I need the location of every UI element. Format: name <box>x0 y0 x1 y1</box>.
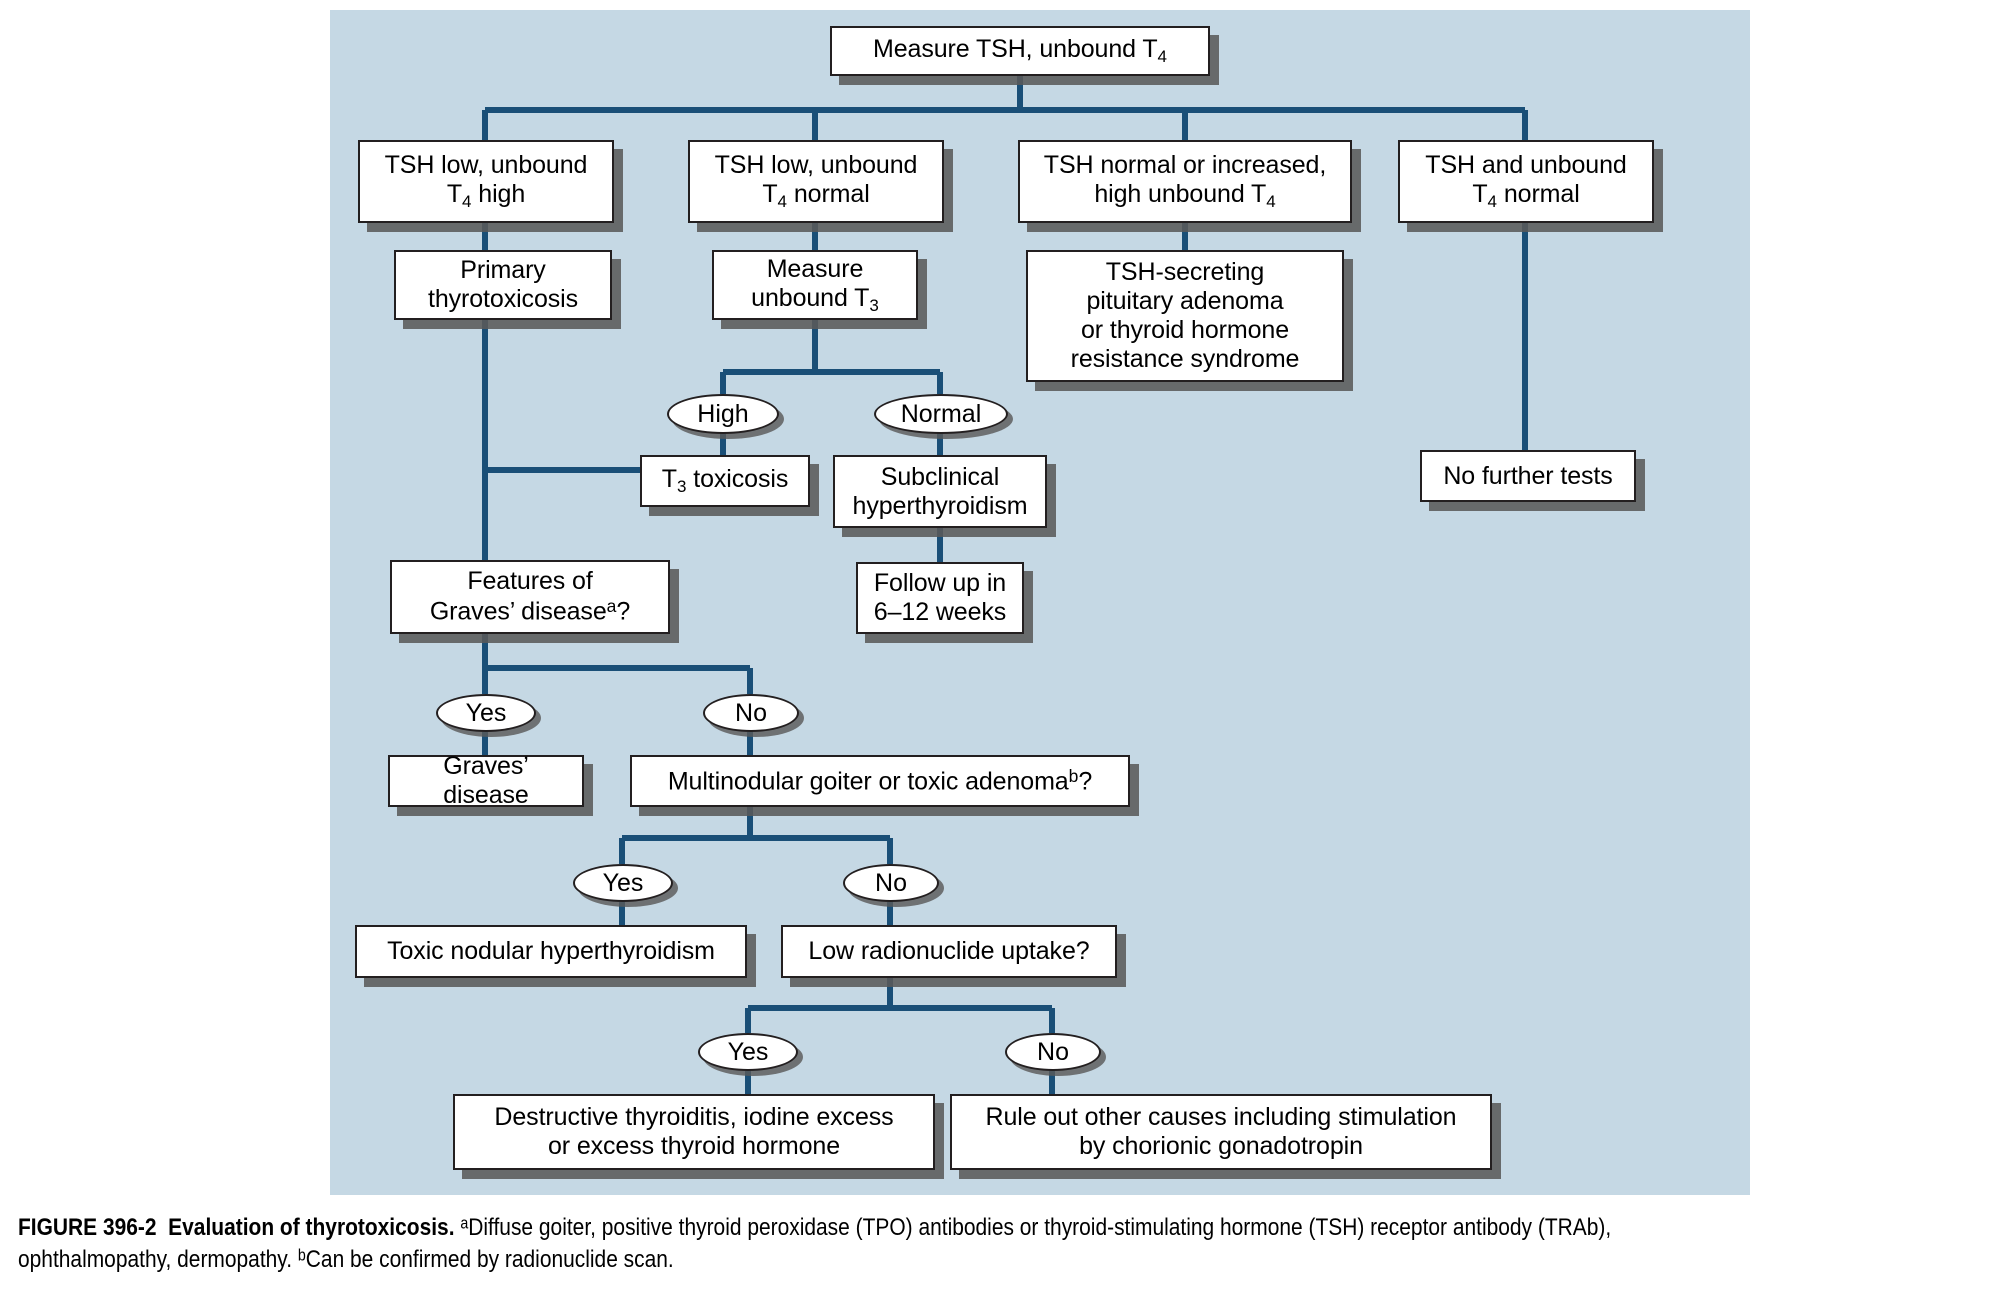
subscript: 4 <box>1266 192 1276 212</box>
node-text-line1: TSH-secreting <box>1105 258 1265 286</box>
node-text-post: ? <box>1078 767 1093 796</box>
node-text-line1: Primary <box>460 256 546 284</box>
node-text-line2: by chorionic gonadotropin <box>1079 1132 1363 1160</box>
pill-label: Yes <box>465 698 507 727</box>
node-text-post: toxicosis <box>686 465 789 494</box>
caption-figure-number: FIGURE 396-2 <box>18 1214 157 1241</box>
caption-note-b: Can be confirmed by radionuclide scan. <box>305 1245 674 1273</box>
node-text: Graves’ disease <box>443 752 529 809</box>
node-text-line2b: normal <box>1496 180 1580 209</box>
pill-label: No <box>735 698 767 727</box>
subscript: 3 <box>676 477 687 497</box>
node-text-line2: high unbound T <box>1094 180 1267 209</box>
node-features-of-graves-disease[interactable]: Features of Graves’ diseasea? <box>390 560 670 634</box>
subscript: 4 <box>1487 192 1497 212</box>
node-text-line2: hyperthyroidism <box>852 491 1028 520</box>
node-text-line1: TSH low, unbound <box>714 151 918 180</box>
node-follow-up-6-12-weeks[interactable]: Follow up in 6–12 weeks <box>856 562 1024 634</box>
node-tsh-normal-or-increased-t4-high[interactable]: TSH normal or increased, high unbound T4 <box>1018 140 1352 223</box>
node-no-further-tests[interactable]: No further tests <box>1420 450 1636 502</box>
node-text-line1: Features of <box>467 567 593 596</box>
node-text-line3: or thyroid hormone <box>1080 316 1290 344</box>
pill-label: No <box>875 868 907 897</box>
node-text-line2b: ? <box>616 597 631 626</box>
superscript: b <box>1068 765 1079 786</box>
pill-label: High <box>697 399 749 428</box>
node-text-line1: Subclinical <box>880 462 1000 491</box>
node-t3-toxicosis[interactable]: T3 toxicosis <box>640 455 810 507</box>
node-text-line1: Measure <box>766 254 864 283</box>
caption-title: Evaluation of thyrotoxicosis. <box>168 1214 455 1241</box>
subscript: 3 <box>869 295 879 315</box>
node-text: No further tests <box>1443 461 1613 490</box>
node-text-line1: Follow up in <box>873 569 1007 597</box>
node-text: Measure TSH, unbound T <box>872 35 1158 64</box>
subscript: 4 <box>1157 47 1167 67</box>
node-text: Multinodular goiter or toxic adenoma <box>667 767 1069 796</box>
node-text-line2: T <box>446 180 462 209</box>
node-text: Low radionuclide uptake? <box>808 937 1090 965</box>
figure-caption: FIGURE 396-2 Evaluation of thyrotoxicosi… <box>18 1212 1694 1276</box>
node-text-line1: TSH and unbound <box>1425 151 1627 180</box>
node-text-line1: TSH low, unbound <box>384 151 588 180</box>
node-tsh-and-t4-normal[interactable]: TSH and unbound T4 normal <box>1398 140 1654 223</box>
node-rule-out-other-causes[interactable]: Rule out other causes including stimulat… <box>950 1094 1492 1170</box>
pill-label: Normal <box>900 399 982 428</box>
node-tsh-low-t4-high[interactable]: TSH low, unbound T4 high <box>358 140 614 223</box>
node-primary-thyrotoxicosis[interactable]: Primary thyrotoxicosis <box>394 250 612 320</box>
pill-graves-no[interactable]: No <box>703 694 799 732</box>
pill-uptake-no[interactable]: No <box>1005 1033 1101 1071</box>
node-text-line2: Graves’ disease <box>429 597 607 626</box>
node-text-line2: thyrotoxicosis <box>427 285 579 313</box>
caption-note-b-marker: b <box>297 1245 306 1265</box>
pill-label: No <box>1037 1037 1069 1066</box>
pill-nodular-no[interactable]: No <box>843 864 939 902</box>
node-tsh-secreting-pituitary-adenoma[interactable]: TSH-secreting pituitary adenoma or thyro… <box>1026 250 1344 382</box>
node-tsh-low-t4-normal[interactable]: TSH low, unbound T4 normal <box>688 140 944 223</box>
node-multinodular-goiter-or-toxic-adenoma[interactable]: Multinodular goiter or toxic adenomab? <box>630 755 1130 807</box>
node-text-line1: TSH normal or increased, <box>1043 151 1327 180</box>
caption-note-a-marker: a <box>460 1213 469 1233</box>
superscript: a <box>606 596 617 617</box>
node-text-line2: T <box>762 180 778 209</box>
pill-uptake-yes[interactable]: Yes <box>698 1033 798 1071</box>
subscript: 4 <box>777 192 787 212</box>
node-text-line2: T <box>1472 180 1488 209</box>
pill-t3-high[interactable]: High <box>667 394 779 434</box>
node-toxic-nodular-hyperthyroidism[interactable]: Toxic nodular hyperthyroidism <box>355 925 747 978</box>
node-text-line4: resistance syndrome <box>1070 345 1300 373</box>
pill-nodular-yes[interactable]: Yes <box>573 864 673 902</box>
node-graves-disease[interactable]: Graves’ disease <box>388 752 584 809</box>
node-measure-unbound-t3[interactable]: Measure unbound T3 <box>712 250 918 320</box>
pill-label: Yes <box>602 868 644 897</box>
node-text-line2b: normal <box>786 180 870 209</box>
node-text-line2: or excess thyroid hormone <box>547 1132 841 1160</box>
node-text-line1: Rule out other causes including stimulat… <box>985 1103 1457 1131</box>
pill-label: Yes <box>727 1037 769 1066</box>
node-text-line2: pituitary adenoma <box>1086 287 1284 315</box>
node-low-radionuclide-uptake[interactable]: Low radionuclide uptake? <box>781 925 1117 978</box>
pill-graves-yes[interactable]: Yes <box>436 694 536 732</box>
node-text: T <box>661 465 677 494</box>
pill-t3-normal[interactable]: Normal <box>874 394 1008 434</box>
node-text: Toxic nodular hyperthyroidism <box>387 937 715 965</box>
node-text-line2: unbound T <box>751 283 870 312</box>
node-measure-tsh-unbound-t4[interactable]: Measure TSH, unbound T4 <box>830 26 1210 76</box>
node-text-line2b: high <box>471 180 526 209</box>
node-text-line2: 6–12 weeks <box>873 598 1007 626</box>
node-text-line1: Destructive thyroiditis, iodine excess <box>494 1103 894 1131</box>
caption-note-a: Diffuse goiter, positive thyroid peroxid… <box>18 1214 1612 1273</box>
subscript: 4 <box>461 192 472 212</box>
node-destructive-thyroiditis[interactable]: Destructive thyroiditis, iodine excess o… <box>453 1094 935 1170</box>
node-subclinical-hyperthyroidism[interactable]: Subclinical hyperthyroidism <box>833 455 1047 528</box>
